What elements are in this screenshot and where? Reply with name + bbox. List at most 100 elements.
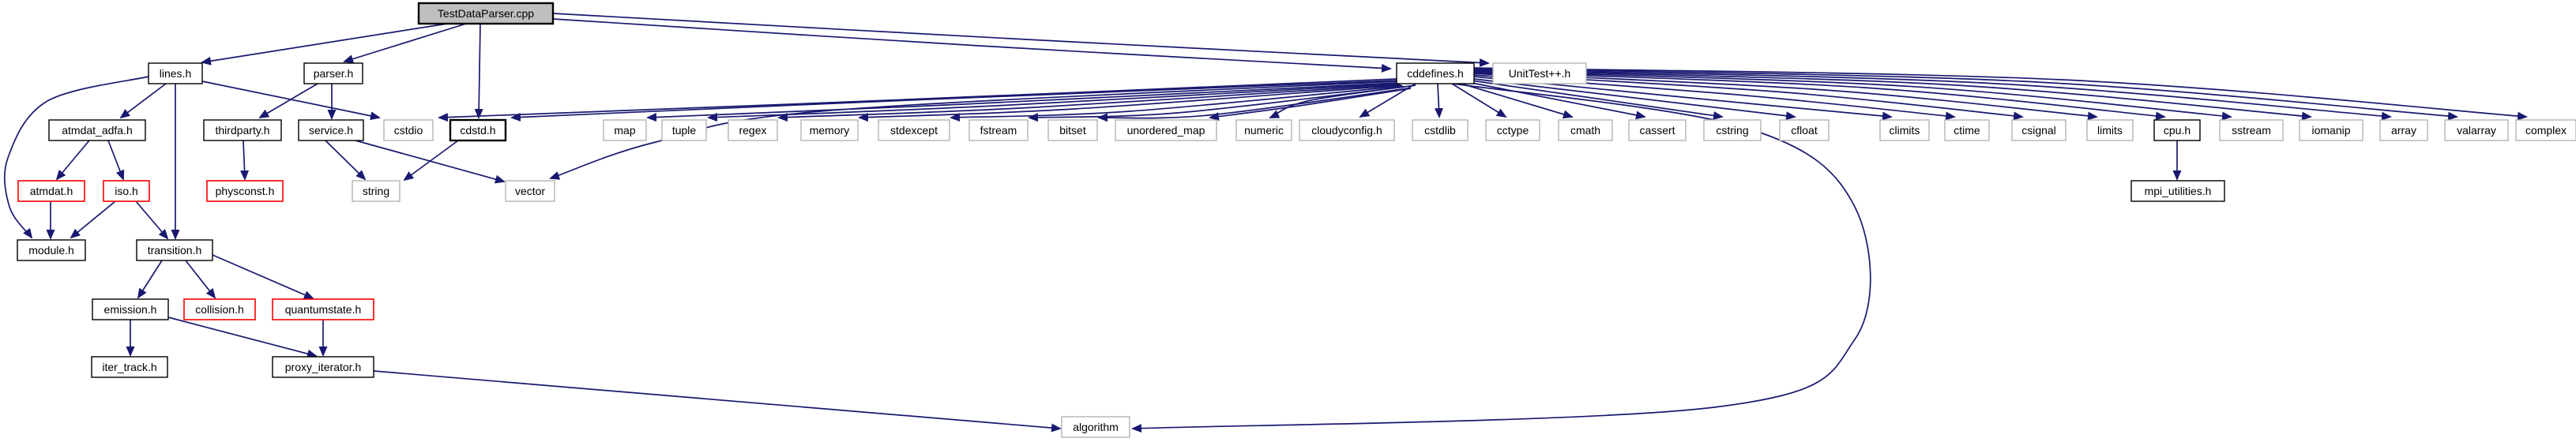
node-cctype: cctype (1485, 119, 1540, 141)
node-label-atmdat_adfa: atmdat_adfa.h (62, 124, 133, 137)
node-cfloat: cfloat (1779, 119, 1830, 141)
node-label-array: array (2391, 124, 2416, 137)
node-numeric: numeric (1235, 119, 1292, 141)
edge-testdataparser-to-lines (201, 23, 448, 66)
node-box-emission[interactable] (92, 298, 169, 320)
node-label-cstdlib: cstdlib (1424, 124, 1456, 137)
node-box-vector (505, 180, 555, 202)
edge-transition-to-quantumstate (212, 254, 314, 299)
edge-transition-to-collision (185, 260, 216, 299)
node-box-physconst[interactable] (206, 180, 284, 202)
node-collision[interactable]: collision.h (183, 298, 256, 320)
node-testdataparser[interactable]: TestDataParser.cpp (417, 2, 555, 25)
node-physconst[interactable]: physconst.h (206, 180, 284, 202)
edge-cddefines-to-cmath (1461, 83, 1574, 119)
node-label-bitset: bitset (1059, 124, 1086, 137)
edge-thirdparty-to-physconst (240, 140, 250, 181)
node-box-testdataparser[interactable] (417, 2, 555, 25)
node-parser[interactable]: parser.h (303, 62, 363, 84)
node-box-iter_track[interactable] (91, 356, 168, 378)
node-label-cloudyconfig: cloudyconfig.h (1311, 124, 1382, 137)
node-cmath: cmath (1558, 119, 1613, 141)
node-label-atmdat: atmdat.h (30, 185, 73, 197)
node-box-cassert (1628, 119, 1687, 141)
node-label-cddefines: cddefines.h (1407, 67, 1464, 80)
node-box-cddefines[interactable] (1396, 62, 1475, 84)
node-box-parser[interactable] (303, 62, 363, 84)
node-box-iomanip (2299, 119, 2364, 141)
edge-atmdat_adfa-to-atmdat (55, 140, 90, 181)
node-box-regex (728, 119, 778, 141)
node-box-transition[interactable] (136, 239, 213, 261)
node-label-regex: regex (739, 124, 766, 137)
node-box-mpi_utilities[interactable] (2130, 180, 2225, 202)
edge-iso-to-module (70, 200, 116, 239)
node-label-vector: vector (515, 185, 545, 197)
node-label-limits: limits (2097, 124, 2123, 137)
node-cdstd[interactable]: cdstd.h (449, 118, 507, 142)
edge-cddefines-to-numeric (1269, 84, 1416, 118)
edge-cdstd-to-string (403, 140, 459, 182)
edge-cddefines-to-unordered_map (1209, 88, 1412, 122)
node-box-bitset (1047, 119, 1098, 141)
node-box-cstdlib (1412, 119, 1469, 141)
node-label-quantumstate: quantumstate.h (285, 303, 362, 316)
node-label-service: service.h (309, 124, 353, 137)
node-box-atmdat[interactable] (17, 180, 85, 202)
node-lines[interactable]: lines.h (148, 62, 203, 84)
node-box-cstring (1703, 119, 1762, 141)
edge-cddefines-to-cstring (1471, 80, 1724, 120)
node-iter_track[interactable]: iter_track.h (91, 356, 168, 378)
node-cloudyconfig: cloudyconfig.h (1299, 119, 1395, 141)
node-box-string (352, 180, 401, 202)
edge-parser-to-thirdparty (258, 83, 318, 119)
node-proxy_iterator[interactable]: proxy_iterator.h (272, 356, 374, 378)
node-box-iso[interactable] (103, 180, 150, 202)
node-label-cfloat: cfloat (1791, 124, 1818, 137)
node-label-collision: collision.h (195, 303, 243, 316)
node-box-valarray (2444, 119, 2509, 141)
node-label-mpi_utilities: mpi_utilities.h (2145, 185, 2212, 197)
node-label-cstdio: cstdio (394, 124, 423, 137)
node-box-thirdparty[interactable] (203, 119, 282, 141)
node-cddefines[interactable]: cddefines.h (1396, 62, 1475, 84)
node-box-atmdat_adfa[interactable] (48, 119, 146, 141)
node-box-service[interactable] (298, 119, 364, 141)
node-label-numeric: numeric (1244, 124, 1284, 137)
node-box-collision[interactable] (183, 298, 256, 320)
node-box-array (2379, 119, 2428, 141)
node-box-cstdio (383, 119, 434, 141)
node-transition[interactable]: transition.h (136, 239, 213, 261)
node-mpi_utilities[interactable]: mpi_utilities.h (2130, 180, 2225, 202)
node-box-cdstd[interactable] (449, 118, 507, 142)
node-box-complex (2515, 119, 2576, 141)
node-thirdparty[interactable]: thirdparty.h (203, 119, 282, 141)
node-box-lines[interactable] (148, 62, 203, 84)
node-service[interactable]: service.h (298, 119, 364, 141)
node-box-tuple (661, 119, 707, 141)
node-box-module[interactable] (17, 239, 86, 261)
edge-emission-to-proxy_iterator (167, 317, 318, 358)
node-atmdat_adfa[interactable]: atmdat_adfa.h (48, 119, 146, 141)
node-box-proxy_iterator[interactable] (272, 356, 374, 378)
node-atmdat[interactable]: atmdat.h (17, 180, 85, 202)
node-box-cpu[interactable] (2153, 119, 2201, 141)
node-fstream: fstream (968, 119, 1029, 141)
node-module[interactable]: module.h (17, 239, 86, 261)
node-box-map (603, 119, 647, 141)
node-label-parser: parser.h (314, 67, 354, 80)
node-stdexcept: stdexcept (878, 119, 950, 141)
node-label-module: module.h (28, 244, 74, 257)
node-quantumstate[interactable]: quantumstate.h (272, 298, 374, 320)
node-box-quantumstate[interactable] (272, 298, 374, 320)
node-iso[interactable]: iso.h (103, 180, 150, 202)
node-cpu[interactable]: cpu.h (2153, 119, 2201, 141)
edge-cddefines-to-valarray (1473, 68, 2458, 121)
node-memory: memory (800, 119, 859, 141)
edge-testdataparser-to-cddefines (552, 18, 1392, 73)
node-label-iso: iso.h (115, 185, 138, 197)
node-box-memory (800, 119, 859, 141)
node-box-csignal (2011, 119, 2066, 141)
node-emission[interactable]: emission.h (92, 298, 169, 320)
